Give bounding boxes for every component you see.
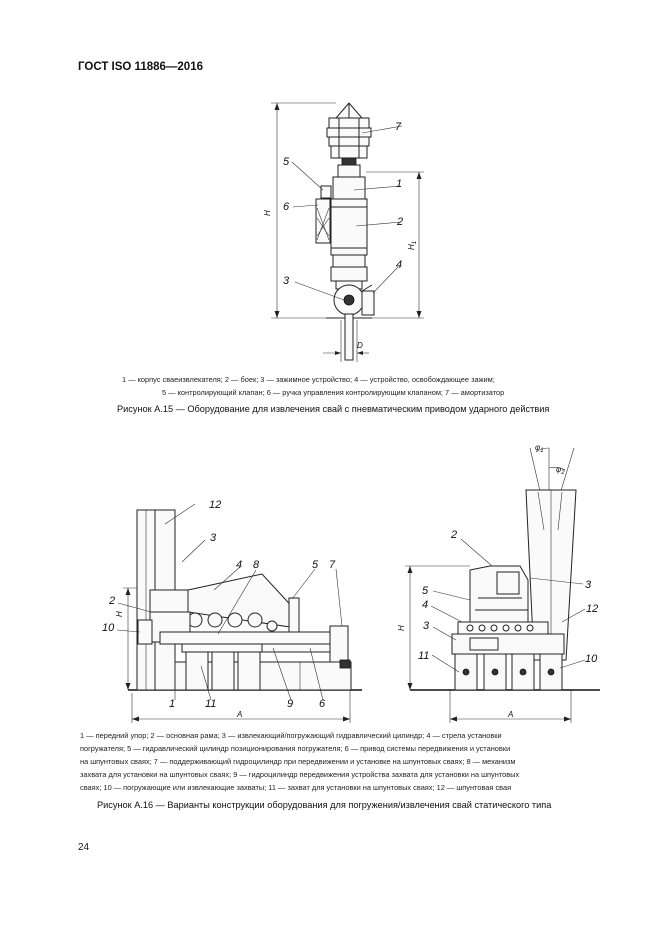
figure-a16-title: Рисунок А.16 — Варианты конструкции обор… bbox=[97, 800, 552, 810]
dimension-h1: H1 bbox=[407, 241, 418, 250]
right-dimension-h: H bbox=[397, 625, 406, 631]
right-callout-2: 2 bbox=[450, 529, 457, 541]
left-callout-5: 5 bbox=[312, 559, 319, 571]
callout-5: 5 bbox=[283, 156, 290, 168]
callout-4: 4 bbox=[396, 259, 402, 271]
right-callout-12: 12 bbox=[586, 603, 598, 615]
figure-a15-legend-line-1: 1 — корпус сваеизвлекателя; 2 — боек; 3 … bbox=[122, 375, 495, 384]
right-callout-4: 4 bbox=[422, 599, 428, 611]
dimension-h: H bbox=[263, 210, 272, 216]
left-callout-1: 1 bbox=[169, 698, 175, 710]
dimension-d: D bbox=[357, 341, 363, 350]
left-callout-2: 2 bbox=[108, 595, 115, 607]
document-header: ГОСТ ISO 11886—2016 bbox=[78, 61, 203, 73]
callout-3: 3 bbox=[283, 275, 290, 287]
right-dimension-a: A bbox=[507, 710, 513, 719]
callout-7: 7 bbox=[395, 121, 402, 133]
callout-2: 2 bbox=[396, 216, 403, 228]
figure-a16-legend-line-1: 1 — передний упор; 2 — основная рама; 3 … bbox=[80, 731, 502, 740]
right-callout-11: 11 bbox=[418, 650, 429, 662]
figure-a15-legend-line-2: 5 — контролирующий клапан; 6 — ручка упр… bbox=[162, 388, 505, 397]
figure-a16-legend-line-5: сваях; 10 — погружающие или извлекающие … bbox=[80, 783, 512, 792]
left-callout-7: 7 bbox=[329, 559, 336, 571]
left-dimension-h: H bbox=[115, 611, 124, 617]
left-callout-6: 6 bbox=[319, 698, 326, 710]
left-callout-4: 4 bbox=[236, 559, 242, 571]
figure-a16-legend-line-2: погружателя; 5 — гидравлический цилиндр … bbox=[80, 744, 511, 753]
figure-a16-legend-line-3: на шпунтовых сваях; 7 — поддерживающий г… bbox=[80, 757, 516, 766]
right-callout-3b: 3 bbox=[423, 620, 430, 632]
angle-phi2: φ2 bbox=[556, 465, 565, 476]
left-callout-9: 9 bbox=[287, 698, 293, 710]
page-number: 24 bbox=[78, 842, 90, 853]
callout-1: 1 bbox=[396, 178, 402, 190]
left-callout-3: 3 bbox=[210, 532, 217, 544]
right-callout-10: 10 bbox=[585, 653, 598, 665]
left-callout-8: 8 bbox=[253, 559, 260, 571]
left-callout-12: 12 bbox=[209, 499, 221, 511]
right-callout-3: 3 bbox=[585, 579, 592, 591]
angle-phi1: φ1 bbox=[535, 443, 544, 454]
figure-a16-legend-line-4: захвата для установки на шпунтовых сваях… bbox=[80, 770, 520, 779]
left-callout-10: 10 bbox=[102, 622, 115, 634]
figure-a15-title: Рисунок А.15 — Оборудование для извлечен… bbox=[117, 404, 550, 414]
left-callout-11: 11 bbox=[205, 698, 216, 710]
right-callout-5: 5 bbox=[422, 585, 429, 597]
left-dimension-a: A bbox=[236, 710, 242, 719]
callout-6: 6 bbox=[283, 201, 290, 213]
